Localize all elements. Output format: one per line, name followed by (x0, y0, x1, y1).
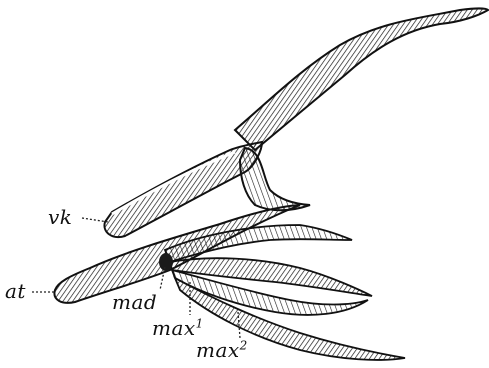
label-max2: max2 (196, 340, 248, 360)
label-max1: max1 (152, 318, 204, 338)
upper-limb (235, 9, 488, 151)
label-at: at (5, 281, 26, 301)
label-mad: mad (112, 292, 157, 312)
label-vk: vk (48, 207, 72, 227)
vk-leader (82, 218, 108, 222)
joint (240, 148, 310, 210)
